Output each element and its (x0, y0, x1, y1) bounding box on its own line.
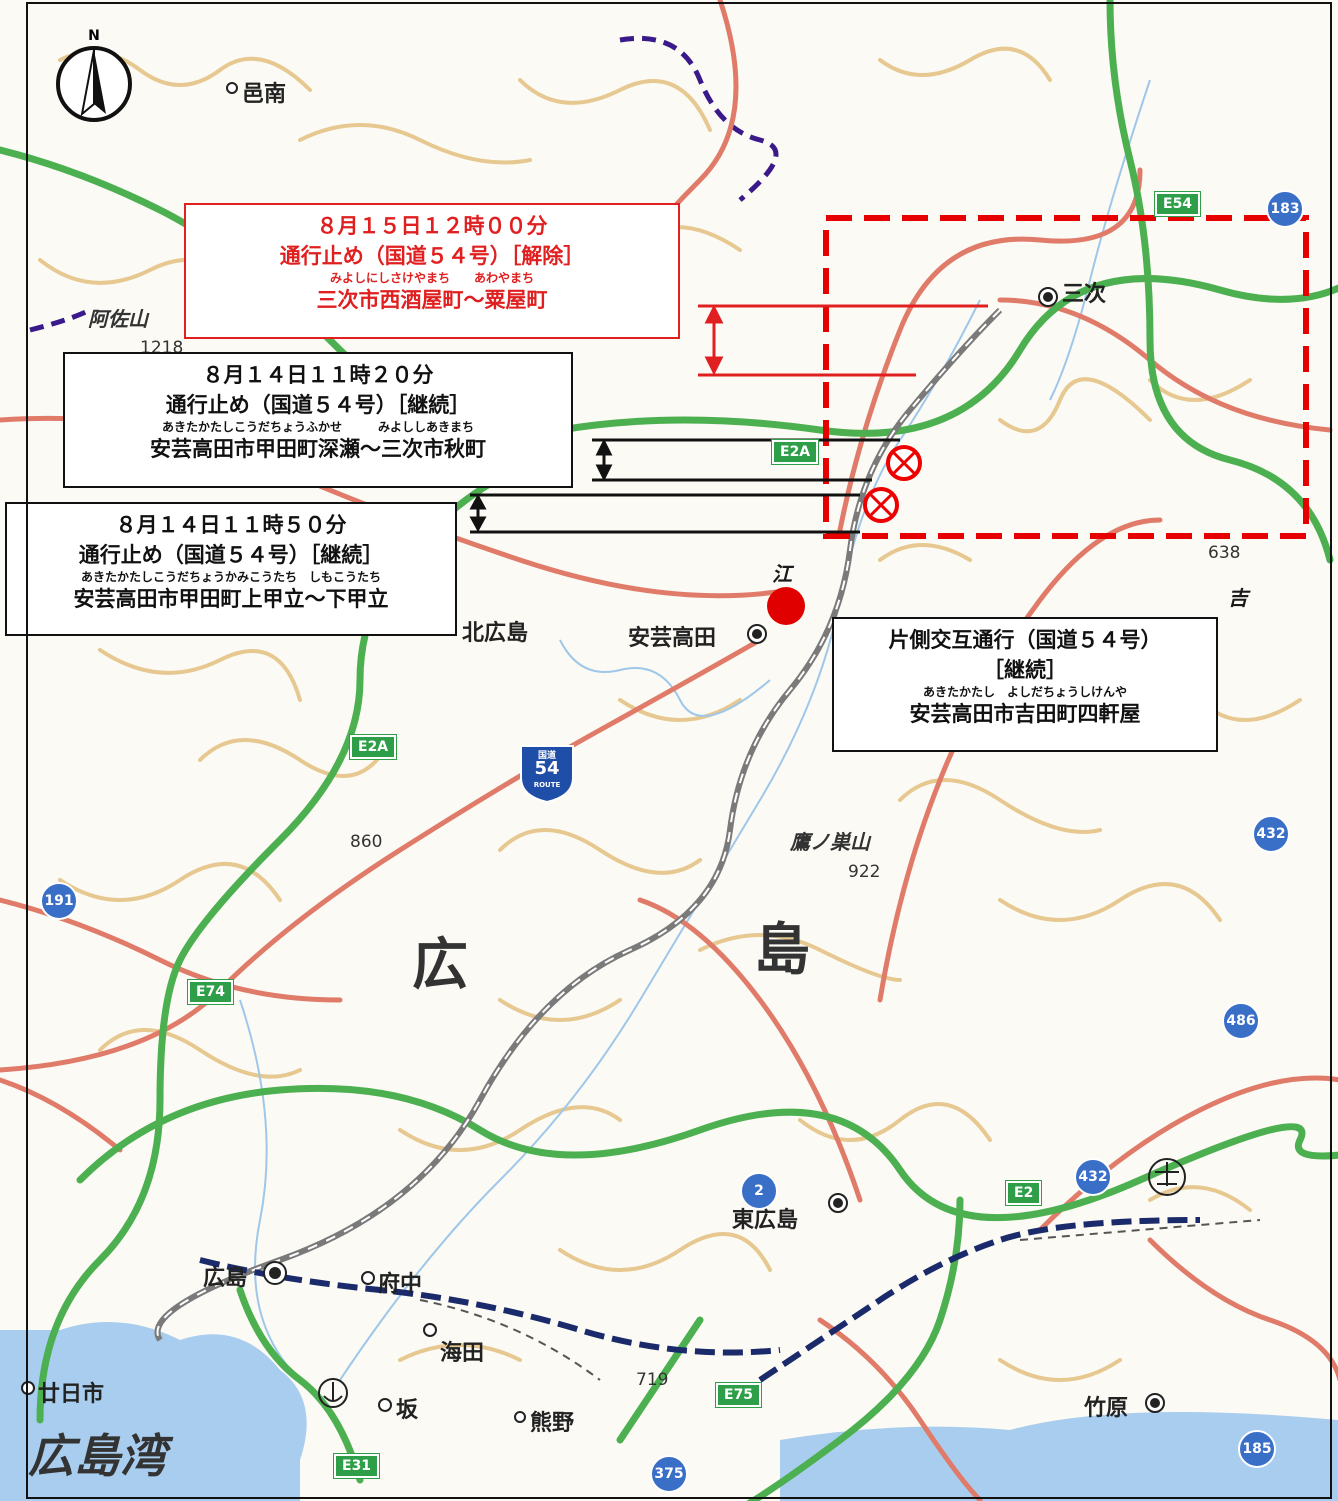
notice-alternate-state: ［継続］ (983, 658, 1067, 682)
notice-aug15-section: 三次市西酒屋町～粟屋町 (316, 288, 548, 312)
notice-aug14-1150-reading: あきたかたしこうだちょうかみこうたち しもこうたち (80, 570, 381, 584)
hiroshima-bay (0, 1322, 307, 1501)
aug15-markers (698, 304, 988, 377)
contour-lines (38, 46, 1302, 1382)
notice-alternate-reading: あきたかたし よしだちょうしけんや (922, 685, 1127, 699)
place-kumano: 熊野 (530, 1411, 575, 1436)
notice-aug14-1120-reading: あきたかたしこうだちょうふかせ みよししあきまち (161, 420, 474, 434)
city-markers (21, 82, 1165, 1423)
shield-e2a-mid: E2A (350, 735, 397, 759)
shield-e75: E75 (716, 1383, 762, 1407)
elevation-719: 719 (636, 1370, 669, 1390)
castle-symbol (1148, 1158, 1186, 1196)
place-saka: 坂 (396, 1398, 419, 1423)
place-takehara: 竹原 (1084, 1396, 1129, 1421)
route-191: 191 (40, 882, 78, 920)
seto-sea (780, 1412, 1338, 1501)
place-hiroshima: 広島 (203, 1266, 248, 1291)
place-yunan: 邑南 (242, 82, 287, 107)
place-higashihiroshima: 東広島 (732, 1208, 799, 1233)
shield-e31: E31 (334, 1454, 380, 1478)
notice-aug14-1150-datetime: ８月１４日１１時５０分 (115, 513, 347, 537)
label-kyo: 吉 (1228, 586, 1248, 610)
shield-e54: E54 (1155, 192, 1201, 216)
shinkansen (199, 1257, 781, 1356)
pref-name-char1: 広 (412, 933, 468, 998)
elevation-638: 638 (1208, 543, 1241, 563)
closure-area (823, 215, 1309, 539)
route-185: 185 (1238, 1430, 1276, 1468)
north-arrow: N (54, 28, 134, 122)
elevation-922: 922 (848, 862, 881, 882)
north-label: N (88, 28, 100, 44)
place-hiroshima-bay: 広島湾 (28, 1429, 166, 1483)
route-375: 375 (650, 1455, 688, 1493)
notice-aug14-1120-datetime: ８月１４日１１時２０分 (202, 363, 434, 387)
shield-e2a-top: E2A (772, 440, 819, 464)
road-closed-icon (863, 487, 899, 523)
route-2: 2 (740, 1172, 778, 1210)
notice-aug14-1150-status: 通行止め（国道５４号）［継続］ (78, 543, 384, 567)
route-432a: 432 (1252, 815, 1290, 853)
route-54-bottom: ROUTE (533, 781, 561, 789)
notice-aug15[interactable]: ８月１５日１２時００分 通行止め（国道５４号）［解除］ みよしにしさけやまち あ… (184, 203, 680, 339)
shield-e74: E74 (188, 980, 234, 1004)
place-miyoshi: 三次 (1062, 282, 1107, 307)
place-fuchu: 府中 (378, 1272, 423, 1297)
notice-aug15-status: 通行止め（国道５４号）［解除］ (279, 244, 585, 268)
route-486: 486 (1222, 1002, 1260, 1040)
place-hatsukaichi: 廿日市 (38, 1382, 105, 1407)
compass-icon (56, 46, 132, 122)
route-432b: 432 (1074, 1158, 1112, 1196)
elevation-860: 860 (350, 832, 383, 852)
river-label-e: 江 (772, 562, 792, 586)
notice-aug14-1150-section: 安芸高田市甲田町上甲立～下甲立 (73, 587, 389, 611)
notice-alternate-section: 安芸高田市吉田町四軒屋 (909, 702, 1141, 726)
mountain-asa: 阿佐山 (88, 307, 148, 331)
notice-alternate-status: 片側交互通行（国道５４号） (888, 628, 1162, 652)
pref-name-char2: 島 (754, 918, 810, 983)
route-183: 183 (1266, 190, 1304, 228)
notice-aug14-1150[interactable]: ８月１４日１１時５０分 通行止め（国道５４号）［継続］ あきたかたしこうだちょう… (5, 502, 457, 636)
route-54-top: 国道 (537, 751, 556, 761)
shield-e2: E2 (1006, 1181, 1042, 1205)
harbor-symbol (318, 1378, 348, 1408)
notice-aug15-reading: みよしにしさけやまち あわやまち (329, 271, 534, 285)
notice-aug14-1120-section: 安芸高田市甲田町深瀬～三次市秋町 (150, 437, 486, 461)
place-kaita: 海田 (440, 1341, 485, 1366)
route-54-number: 54 (534, 758, 560, 779)
road-closed-icon (886, 445, 922, 481)
alternate-traffic-point[interactable] (767, 587, 805, 625)
pref-boundary (619, 35, 779, 202)
place-kitahiroshima: 北広島 (462, 621, 529, 646)
notice-aug14-1120-status: 通行止め（国道５４号）［継続］ (165, 393, 471, 417)
route-54-marker: 国道 54 ROUTE (517, 742, 577, 804)
notice-alternate[interactable]: 片側交互通行（国道５４号） ［継続］ あきたかたし よしだちょうしけんや 安芸高… (832, 617, 1218, 752)
mountain-takanosu: 鷹ノ巣山 (790, 830, 870, 854)
aug14-markers (469, 438, 900, 534)
place-akitakata: 安芸高田 (628, 626, 717, 651)
notice-aug15-datetime: ８月１５日１２時００分 (316, 214, 548, 238)
notice-aug14-1120[interactable]: ８月１４日１１時２０分 通行止め（国道５４号）［継続］ あきたかたしこうだちょう… (63, 352, 573, 488)
